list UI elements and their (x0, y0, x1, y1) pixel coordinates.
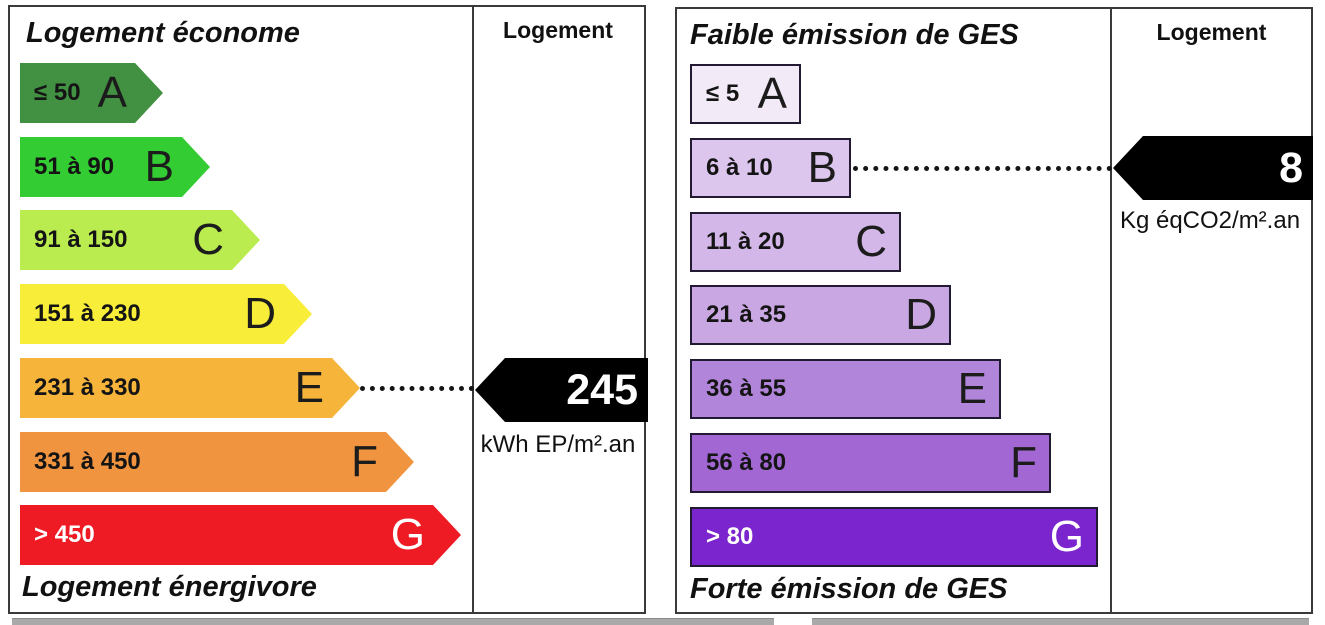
ges-bar-a: ≤ 5 A (690, 64, 801, 124)
energy-value-arrow: 245 (475, 358, 648, 422)
energy-bar-d-range: 151 à 230 (34, 300, 141, 327)
energy-bar-g: > 450 G (20, 505, 461, 565)
bottom-edge-strip-left (12, 618, 774, 625)
energy-column-divider (472, 7, 474, 612)
ges-bar-c: 11 à 20 C (690, 212, 901, 272)
ges-panel-title: Faible émission de GES (690, 19, 1019, 51)
ges-bar-a-range: ≤ 5 (706, 80, 740, 107)
ges-bar-e-range: 36 à 55 (706, 375, 787, 402)
energy-bar-a-letter: A (97, 68, 127, 117)
ges-bar-b: 6 à 10 B (690, 138, 851, 198)
ges-bar-d-letter: D (905, 290, 937, 339)
energy-bar-c-letter: C (192, 215, 224, 264)
ges-bar-g-range: > 80 (706, 523, 754, 550)
energy-bar-a: ≤ 50 A (20, 63, 163, 123)
ges-value-arrow: 8 (1113, 136, 1313, 200)
ges-bar-c-range: 11 à 20 (706, 228, 785, 255)
energy-panel-footer: Logement énergivore (22, 571, 317, 603)
energy-bar-f-letter: F (351, 437, 378, 486)
ges-emission-panel: Faible émission de GES Logement 8 Kg éqC… (675, 7, 1313, 614)
energy-column-header: Logement (503, 17, 613, 43)
energy-dotted-connector (360, 386, 474, 391)
ges-bar-g-letter: G (1049, 512, 1084, 561)
ges-panel-footer: Forte émission de GES (690, 573, 1008, 605)
energy-bar-f-range: 331 à 450 (34, 448, 141, 475)
ges-bar-f-letter: F (1010, 438, 1037, 487)
ges-bar-c-letter: C (855, 217, 887, 266)
energy-bar-e-range: 231 à 330 (34, 374, 141, 401)
energy-bar-c: 91 à 150 C (20, 210, 260, 270)
ges-column-header: Logement (1156, 19, 1267, 45)
energy-bar-g-range: > 450 (34, 521, 95, 548)
ges-dotted-connector (853, 166, 1112, 171)
energy-bar-e-letter: E (294, 363, 324, 412)
ges-bar-f: 56 à 80 F (690, 433, 1051, 493)
energy-bar-a-range: ≤ 50 (34, 79, 81, 106)
energy-bar-b-range: 51 à 90 (34, 153, 115, 180)
energy-bar-b: 51 à 90 B (20, 137, 210, 197)
ges-bar-b-letter: B (807, 143, 837, 192)
energy-bar-f: 331 à 450 F (20, 432, 414, 492)
ges-bar-g: > 80 G (690, 507, 1098, 567)
energy-bar-d: 151 à 230 D (20, 284, 312, 344)
energy-unit-label: kWh EP/m².an (480, 431, 636, 458)
energy-consumption-panel: Logement économe Logement 245 kWh EP/m².… (8, 5, 648, 614)
energy-bar-g-letter: G (390, 510, 425, 559)
ges-bar-e-letter: E (957, 364, 987, 413)
energy-bar-b-letter: B (144, 142, 174, 191)
ges-bar-d: 21 à 35 D (690, 285, 951, 345)
energy-bar-c-range: 91 à 150 (34, 226, 128, 253)
ges-bar-d-range: 21 à 35 (706, 301, 787, 328)
ges-bar-b-range: 6 à 10 (706, 154, 773, 181)
bottom-edge-strip-right (812, 618, 1309, 625)
ges-column-divider (1110, 9, 1112, 612)
ges-unit-label: Kg éqCO2/m².an (1119, 207, 1301, 234)
energy-panel-title: Logement économe (26, 17, 300, 49)
ges-bar-a-letter: A (757, 69, 787, 118)
energy-bar-e: 231 à 330 E (20, 358, 360, 418)
energy-bar-d-letter: D (244, 289, 276, 338)
ges-bar-e: 36 à 55 E (690, 359, 1001, 419)
ges-bar-f-range: 56 à 80 (706, 449, 787, 476)
